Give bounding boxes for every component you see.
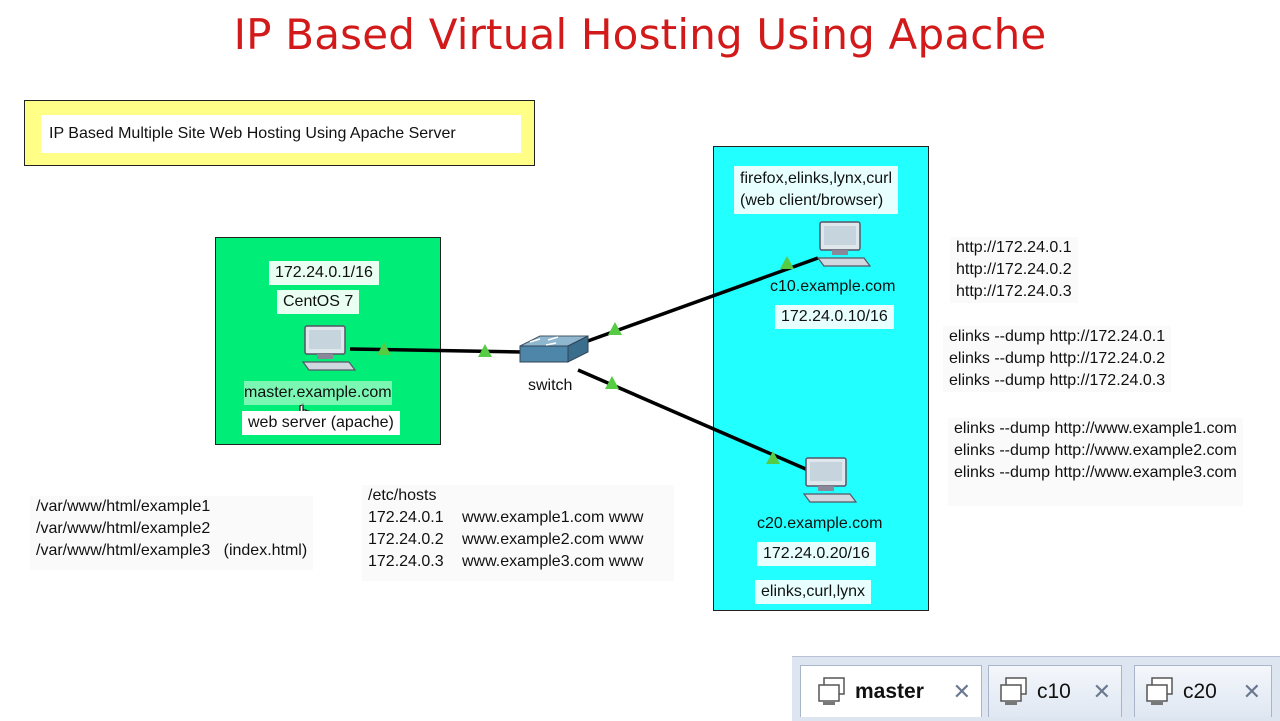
- tab-label: c20: [1183, 679, 1217, 703]
- elinks-ip-list: elinks --dump http://172.24.0.1 elinks -…: [943, 326, 1172, 392]
- subtitle-box: IP Based Multiple Site Web Hosting Using…: [24, 100, 535, 166]
- c20-ip: 172.24.0.20/16: [757, 542, 876, 566]
- host-names: www.example2.com www: [462, 531, 644, 548]
- list-item: elinks --dump http://172.24.0.2: [949, 350, 1166, 367]
- host-ip: 172.24.0.3: [368, 553, 444, 570]
- computer-icon: [301, 325, 357, 371]
- client-tools-header: firefox,elinks,lynx,curl (web client/bro…: [734, 166, 899, 214]
- list-item: elinks --dump http://172.24.0.3: [949, 372, 1166, 389]
- elinks-name-list: elinks --dump http://www.example1.com el…: [948, 418, 1243, 506]
- docroot-list: /var/www/html/example1 /var/www/html/exa…: [30, 496, 314, 570]
- list-item: elinks --dump http://www.example2.com: [954, 442, 1237, 459]
- c10-hostname: c10.example.com: [770, 278, 896, 295]
- computer-icon: [816, 221, 872, 267]
- c10-ip: 172.24.0.10/16: [775, 305, 894, 329]
- list-item: elinks --dump http://www.example3.com: [954, 464, 1237, 481]
- tab-label: c10: [1037, 679, 1071, 703]
- server-os: CentOS 7: [277, 290, 360, 314]
- network-switch-icon: [519, 335, 589, 363]
- computer-icon: [802, 457, 858, 503]
- tab-c20[interactable]: c20 ✕: [1134, 665, 1272, 717]
- link-light-icon: [605, 376, 619, 389]
- link-switch-c10: [584, 256, 819, 344]
- subtitle-text: IP Based Multiple Site Web Hosting Using…: [41, 115, 521, 153]
- link-light-icon: [766, 451, 780, 464]
- table-row: 172.24.0.3 www.example3.com www: [368, 551, 668, 573]
- etc-hosts-header: /etc/hosts: [368, 487, 437, 504]
- list-item: http://172.24.0.2: [956, 261, 1072, 278]
- vm-tab-bar: master ✕ c10 ✕ c20 ✕: [792, 656, 1280, 721]
- list-item: /var/www/html/example2: [36, 520, 211, 537]
- page-title: IP Based Virtual Hosting Using Apache: [233, 10, 1047, 59]
- close-icon[interactable]: ✕: [1092, 678, 1111, 704]
- list-item: http://172.24.0.1: [956, 239, 1072, 256]
- host-ip: 172.24.0.1: [368, 509, 444, 526]
- list-item: /var/www/html/example1: [36, 498, 211, 515]
- vm-icon: [818, 676, 845, 705]
- close-icon[interactable]: ✕: [1242, 678, 1261, 704]
- vm-icon: [1146, 676, 1173, 705]
- c20-tools: elinks,curl,lynx: [755, 580, 872, 604]
- host-names: www.example3.com www: [462, 553, 644, 570]
- vm-icon: [1000, 676, 1027, 705]
- switch-label: switch: [528, 377, 573, 394]
- client-tools-line1: firefox,elinks,lynx,curl: [740, 170, 893, 187]
- c20-hostname: c20.example.com: [757, 515, 883, 532]
- table-row: 172.24.0.2 www.example2.com www: [368, 529, 668, 551]
- server-role: web server (apache): [242, 411, 400, 435]
- client-tools-line2: (web client/browser): [740, 192, 884, 209]
- link-light-icon: [780, 256, 794, 269]
- host-names: www.example1.com www: [462, 509, 644, 526]
- list-item: /var/www/html/example3 (index.html): [36, 542, 308, 559]
- server-ip: 172.24.0.1/16: [269, 261, 379, 285]
- link-master-switch: [349, 347, 523, 354]
- server-hostname: master.example.com: [244, 381, 392, 405]
- link-light-icon: [608, 322, 622, 335]
- list-item: elinks --dump http://www.example1.com: [954, 420, 1237, 437]
- link-light-icon: [478, 344, 492, 357]
- table-row: 172.24.0.1 www.example1.com www: [368, 507, 668, 529]
- tab-c10[interactable]: c10 ✕: [988, 665, 1122, 717]
- close-icon[interactable]: ✕: [952, 678, 971, 704]
- url-list: http://172.24.0.1 http://172.24.0.2 http…: [950, 237, 1078, 303]
- host-ip: 172.24.0.2: [368, 531, 444, 548]
- tab-master[interactable]: master ✕: [800, 665, 982, 717]
- link-light-icon: [377, 342, 391, 355]
- tab-label: master: [855, 679, 924, 703]
- list-item: http://172.24.0.3: [956, 283, 1072, 300]
- list-item: elinks --dump http://172.24.0.1: [949, 328, 1166, 345]
- etc-hosts: /etc/hosts 172.24.0.1 www.example1.com ww…: [362, 485, 674, 581]
